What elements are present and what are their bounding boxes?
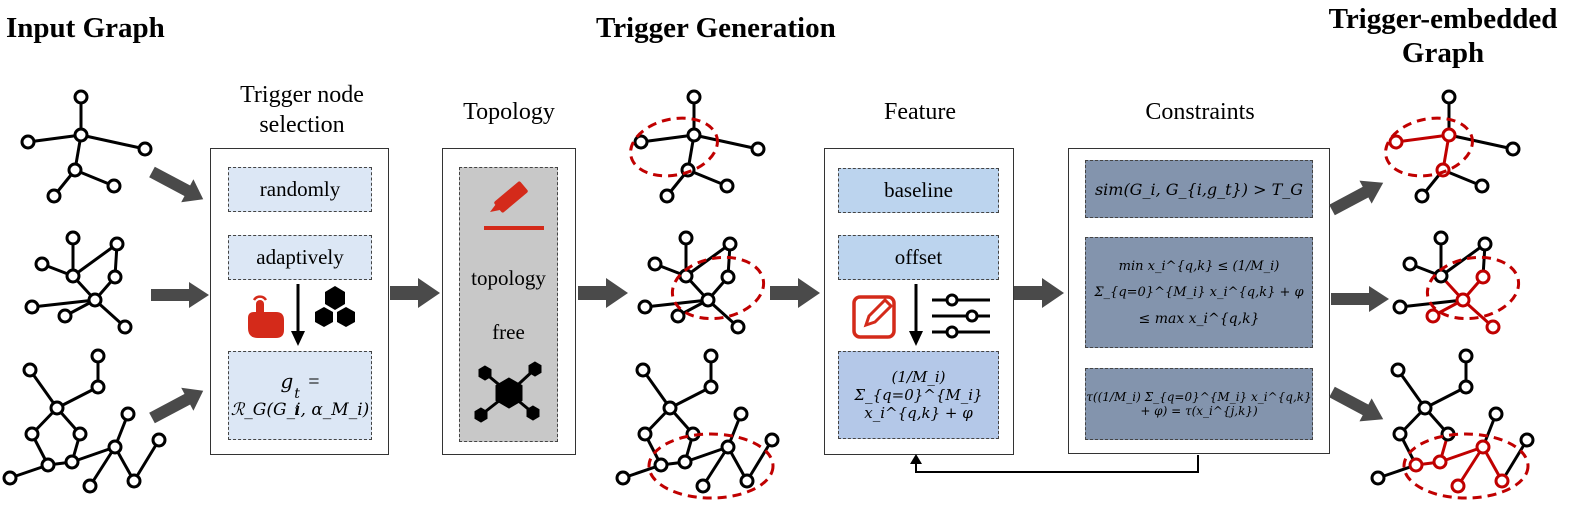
adaptively-label: adaptively bbox=[256, 245, 344, 269]
pencil-underline-icon bbox=[484, 181, 544, 230]
arrow-in-mid bbox=[151, 282, 209, 308]
hexagon-network-icon bbox=[474, 361, 542, 423]
middle-graph-3 bbox=[615, 348, 780, 500]
hexagon-cluster-icon bbox=[315, 286, 355, 327]
arrow-graphs-feature bbox=[770, 278, 820, 308]
formula-g: g bbox=[280, 369, 294, 393]
feedback-loop bbox=[910, 454, 1199, 473]
output-graph-3 bbox=[1370, 348, 1535, 500]
arrow-feature-constraints bbox=[1014, 278, 1064, 308]
middle-graph-2 bbox=[637, 230, 766, 335]
arrow-in-top bbox=[149, 166, 204, 203]
formula-eq: = bbox=[308, 371, 320, 393]
feature-down-arrow bbox=[909, 284, 923, 346]
arrow-selection-topology bbox=[390, 278, 440, 308]
feature-label: Feature bbox=[884, 99, 956, 125]
formula-sub: i bbox=[294, 403, 299, 419]
feature-formula: (1/M_i) Σ_{q=0}^{M_i} x_i^{q,k} + φ bbox=[854, 368, 983, 422]
arrow-topology-graphs bbox=[578, 278, 628, 308]
baseline-label: baseline bbox=[884, 178, 953, 202]
input-graph-2 bbox=[24, 230, 133, 335]
range-constraint-line2: ≤ max x_i^{q,k} bbox=[1138, 310, 1260, 327]
offset-label: offset bbox=[894, 245, 943, 269]
baseline-box: baseline bbox=[838, 168, 999, 213]
arrow-out-mid bbox=[1331, 286, 1389, 312]
input-graph-3 bbox=[2, 348, 167, 494]
trigger-generation-title: Trigger Generation bbox=[596, 12, 836, 44]
formula-sup: t bbox=[294, 386, 300, 402]
output-graph-2 bbox=[1392, 230, 1521, 335]
trigger-embedded-title-text: Trigger-embedded Graph bbox=[1328, 3, 1558, 69]
randomly-box: randomly bbox=[228, 167, 372, 212]
arrow-in-bottom bbox=[149, 387, 204, 424]
similarity-constraint-box: sim(G_i, G_{i,g_t}) > T_G bbox=[1085, 160, 1313, 218]
edit-square-icon bbox=[852, 295, 896, 339]
type-constraint-box: τ((1/M_i) Σ_{q=0}^{M_i} x_i^{q,k} + φ) =… bbox=[1085, 368, 1313, 440]
range-constraint-line1: min x_i^{q,k} ≤ (1/M_i) Σ_{q=0}^{M_i} x_… bbox=[1094, 258, 1304, 300]
range-constraint-box: min x_i^{q,k} ≤ (1/M_i) Σ_{q=0}^{M_i} x_… bbox=[1085, 237, 1313, 348]
hand-pointer-icon bbox=[248, 295, 284, 338]
topology-label: Topology bbox=[463, 99, 555, 125]
input-graph-1 bbox=[20, 89, 153, 204]
type-constraint: τ((1/M_i) Σ_{q=0}^{M_i} x_i^{q,k} + φ) =… bbox=[1086, 390, 1312, 418]
middle-graph-1 bbox=[629, 89, 766, 204]
sliders-icon bbox=[932, 293, 990, 339]
randomly-label: randomly bbox=[259, 177, 341, 201]
block-arrows bbox=[149, 166, 1389, 424]
selection-down-arrow bbox=[291, 284, 305, 346]
arrow-out-top bbox=[1329, 180, 1384, 216]
input-graph-title: Input Graph bbox=[6, 12, 165, 44]
similarity-constraint: sim(G_i, G_{i,g_t}) > T_G bbox=[1094, 179, 1304, 199]
topology-text-2: free bbox=[492, 320, 525, 344]
arrow-out-bottom bbox=[1329, 386, 1384, 422]
topology-text-1: topology bbox=[471, 266, 546, 290]
offset-box: offset bbox=[838, 235, 999, 280]
feature-formula-box: (1/M_i) Σ_{q=0}^{M_i} x_i^{q,k} + φ bbox=[838, 351, 999, 439]
adaptively-box: adaptively bbox=[228, 235, 372, 280]
selection-formula-rhs: ℛ_G(G_i, α_M_i) bbox=[230, 400, 370, 420]
trigger-embedded-graph-title: Trigger-embedded Graph bbox=[1318, 2, 1568, 70]
constraints-label: Constraints bbox=[1145, 99, 1255, 125]
output-graph-1 bbox=[1384, 89, 1521, 204]
trigger-node-selection-label: Trigger node selection bbox=[240, 82, 364, 138]
